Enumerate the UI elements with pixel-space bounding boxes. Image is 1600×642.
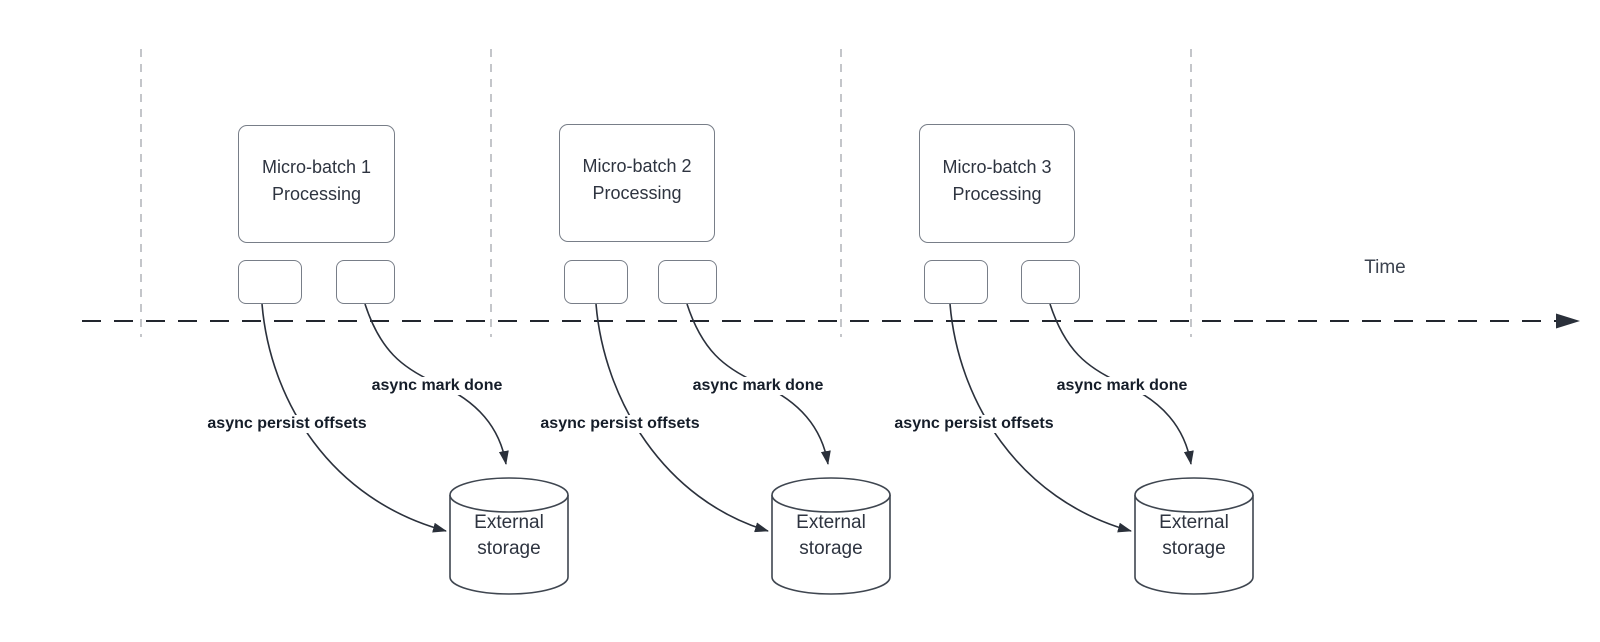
microbatch-3-processing-box: Micro-batch 3 Processing [919, 124, 1075, 243]
persist-offsets-label-3: async persist offsets [891, 415, 1057, 433]
persist-offsets-label-1: async persist offsets [204, 415, 370, 433]
external-storage-label-3-line2: storage [1162, 538, 1226, 559]
persist-offsets-arrow-2 [595, 303, 769, 533]
microbatch-1-mark-task-box [336, 260, 395, 304]
external-storage-label-1: External storage [474, 510, 544, 562]
external-storage-cylinder-1 [449, 477, 569, 595]
mark-done-label-1: async mark done [368, 377, 506, 395]
external-storage-label-3-line1: External [1159, 512, 1229, 533]
microbatch-2-processing-box: Micro-batch 2 Processing [559, 124, 715, 242]
microbatch-3-mark-task-box [1021, 260, 1080, 304]
external-storage-cylinder-3 [1134, 477, 1254, 595]
external-storage-label-2-line1: External [796, 512, 866, 533]
mark-done-label-2: async mark done [689, 377, 827, 395]
mark-done-label-3: async mark done [1053, 377, 1191, 395]
microbatch-3-title-line2: Processing [952, 183, 1042, 204]
microbatch-1-persist-task-box [238, 260, 302, 304]
microbatch-3-persist-task-box [924, 260, 988, 304]
timeline-arrowhead-icon [1556, 313, 1580, 329]
external-storage-label-1-line1: External [474, 512, 544, 533]
microbatch-2-title-line2: Processing [592, 183, 682, 203]
microbatch-2-persist-task-box [564, 260, 628, 304]
persist-offsets-label-2: async persist offsets [537, 415, 703, 433]
persist-offsets-arrow-1 [261, 303, 447, 533]
microbatch-2-mark-task-box [658, 260, 717, 304]
microbatch-1-title-line2: Processing [271, 184, 362, 204]
external-storage-cylinder-2 [771, 477, 891, 595]
persist-offsets-arrow-3 [949, 303, 1132, 533]
microbatch-3-title-line1: Micro-batch 3 [942, 156, 1052, 177]
time-axis-label: Time [1364, 257, 1406, 278]
microbatch-1-title-line1: Micro-batch 1 [261, 157, 372, 177]
microbatch-1-processing-box: Micro-batch 1 Processing [238, 125, 395, 243]
external-storage-label-3: External storage [1159, 510, 1229, 562]
external-storage-label-2: External storage [796, 510, 866, 562]
microbatch-2-title-line1: Micro-batch 2 [582, 156, 692, 176]
external-storage-label-2-line2: storage [799, 538, 863, 559]
external-storage-label-1-line2: storage [477, 538, 541, 559]
